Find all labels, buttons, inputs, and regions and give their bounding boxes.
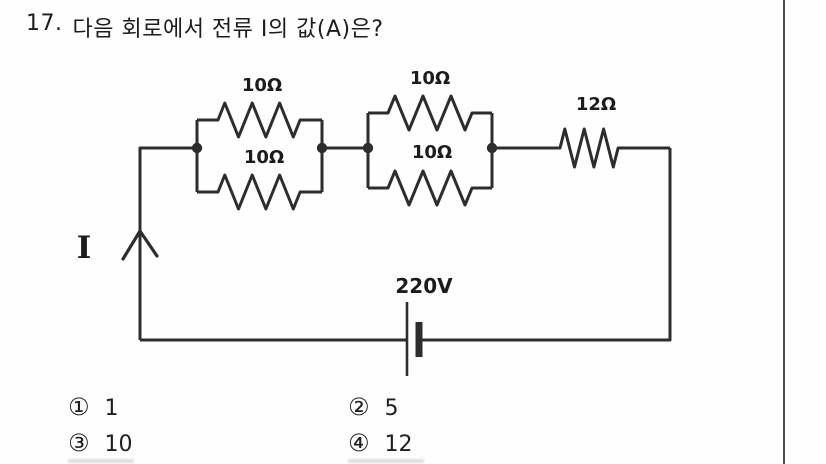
resistor-label-r1-top: 10Ω — [242, 75, 282, 96]
option-2-marker: ② — [348, 393, 370, 421]
page-border-line — [783, 0, 785, 464]
option-4[interactable]: ④ 12 — [348, 429, 413, 457]
resistor-label-r2-bottom: 10Ω — [412, 142, 452, 163]
option-3-marker: ③ — [68, 429, 90, 457]
question-title: 17. 다음 회로에서 전류 I의 값(A)은? — [26, 11, 384, 43]
resistor-r-series — [492, 127, 671, 169]
option-2[interactable]: ② 5 — [348, 393, 399, 421]
resistor-label-r1-bottom: 10Ω — [244, 147, 284, 168]
wire-right — [421, 148, 672, 342]
junction-dot — [486, 142, 498, 154]
scan-artifact — [348, 459, 424, 463]
option-3[interactable]: ③ 10 — [68, 429, 133, 457]
option-1-marker: ① — [68, 393, 90, 421]
resistor-label-series: 12Ω — [576, 94, 616, 115]
resistor-r2-bottom — [368, 169, 492, 207]
current-arrow-icon — [121, 229, 159, 261]
option-3-value: 10 — [104, 432, 133, 457]
junction-dot — [316, 142, 328, 154]
resistor-r2-top — [368, 94, 492, 132]
option-2-value: 5 — [384, 396, 399, 421]
option-4-value: 12 — [384, 432, 413, 457]
current-label: I — [77, 230, 92, 266]
scan-artifact — [68, 459, 134, 463]
resistor-r1-bottom — [197, 173, 323, 211]
option-1[interactable]: ① 1 — [68, 393, 119, 421]
option-1-value: 1 — [104, 396, 119, 421]
junction-dot — [191, 142, 203, 154]
option-4-marker: ④ — [348, 429, 370, 457]
resistor-label-r2-top: 10Ω — [410, 68, 450, 89]
question-number: 17. — [26, 11, 63, 36]
wire-left — [138, 146, 197, 340]
junction-dot — [362, 142, 374, 154]
resistor-r1-top — [197, 101, 323, 139]
battery-voltage-label: 220V — [395, 274, 453, 298]
question-text: 다음 회로에서 전류 I의 값(A)은? — [72, 17, 384, 42]
